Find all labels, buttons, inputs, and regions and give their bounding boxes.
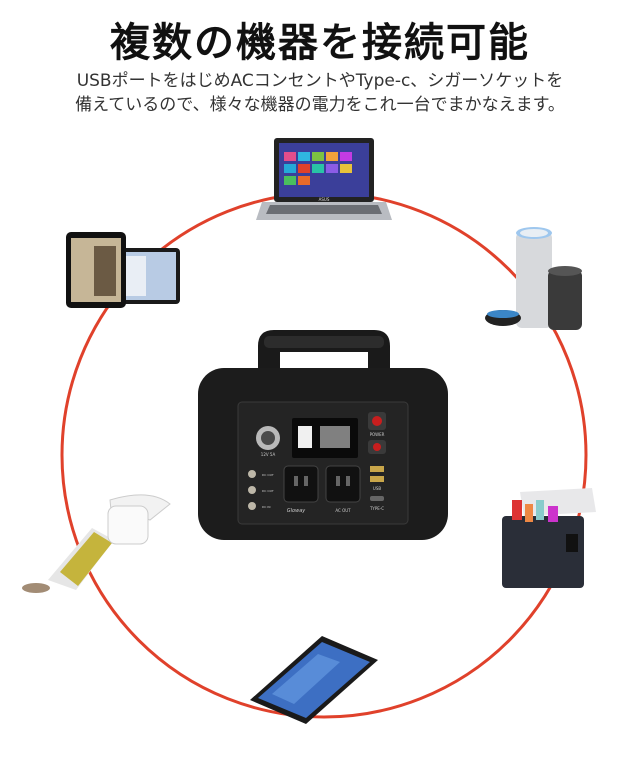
smartphone-icon <box>250 636 378 724</box>
typec-label: TYPE-C <box>369 506 384 511</box>
subtitle-line-1: USBポートをはじめACコンセントやType-c、シガーソケットを <box>76 71 564 91</box>
vacuum-icon <box>22 494 171 593</box>
ac-outlet-1 <box>283 465 319 503</box>
smart-speaker-icon <box>485 227 582 330</box>
dc-out-1-label: DC OUT <box>262 473 274 477</box>
ac-out-label: AC OUT <box>335 508 351 513</box>
dc-in-label: DC IN <box>262 505 271 509</box>
tablet-icon <box>66 232 180 308</box>
ac-outlet-2 <box>325 465 361 503</box>
dc-port-label: 12V 5A <box>261 452 276 457</box>
dc-out-2-label: DC OUT <box>262 489 274 493</box>
laptop-brand: ASUS <box>319 197 330 202</box>
subtitle-line-2: 備えているので、様々な機器の電力をこれ一台でまかなえます。 <box>75 95 565 115</box>
cooler-box-icon <box>502 488 596 588</box>
page-title: 複数の機器を接続可能 <box>110 20 530 66</box>
power-button <box>372 416 382 426</box>
brand-logo: Gloway <box>287 508 306 514</box>
usb-label: USB <box>373 486 381 491</box>
power-label: POWER <box>370 432 385 437</box>
portable-power-station: 12V 5A POWER DC OUT DC OUT DC IN AC OUT … <box>198 330 448 540</box>
laptop-icon: ASUS <box>256 138 392 220</box>
